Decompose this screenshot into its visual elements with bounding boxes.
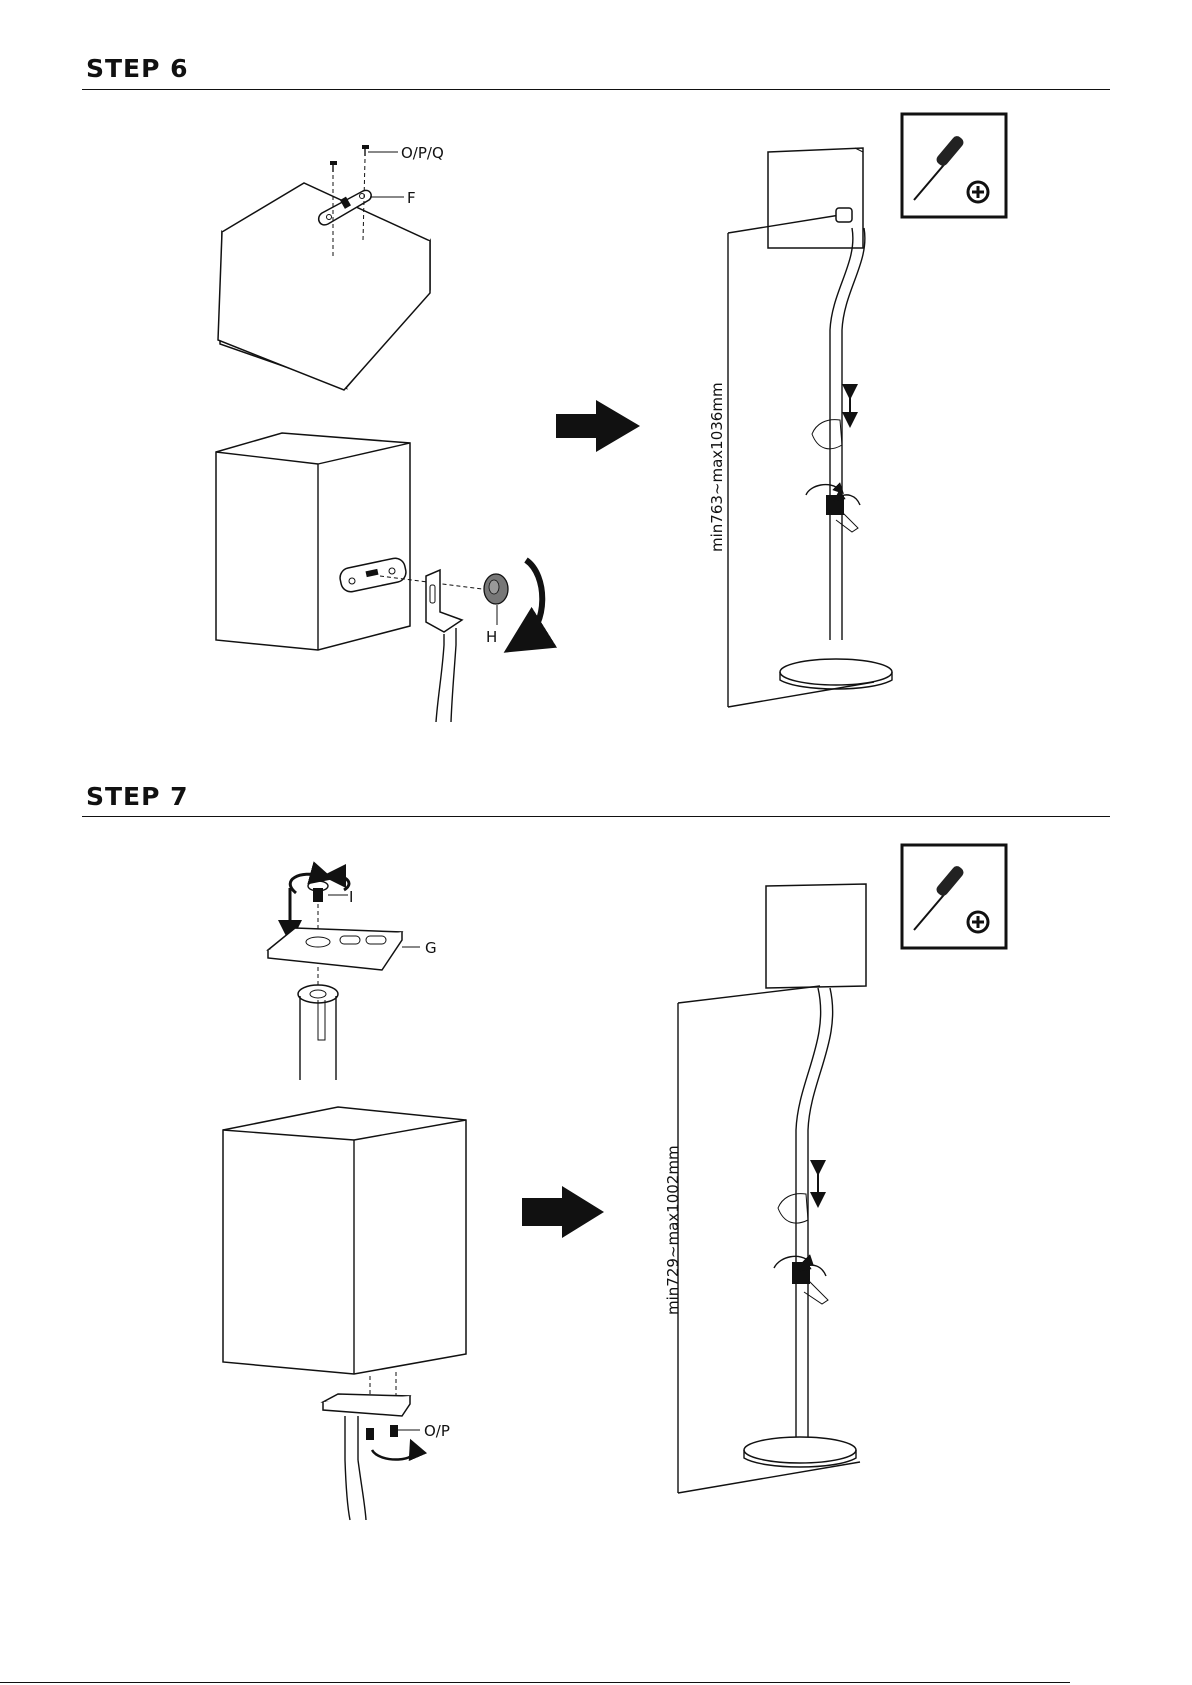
screwdriver-phillips-icon (902, 845, 1006, 948)
l-bracket (426, 570, 462, 722)
label-plate-g: G (425, 939, 437, 957)
screw-icon (330, 145, 369, 172)
label-screws-op: O/P (424, 1422, 450, 1440)
top-plate-assembly (268, 874, 420, 1080)
speaker-bottom-view (223, 1107, 466, 1520)
height-range-step-6: min763~max1036mm (708, 382, 726, 552)
screwdriver-phillips-icon (902, 114, 1006, 217)
speaker-side-view-with-bracket (216, 433, 542, 722)
label-knob-h: H (486, 628, 497, 646)
label-screws-opq: O/P/Q (401, 144, 444, 162)
rotate-arrow-icon (372, 1448, 415, 1460)
next-arrow-icon (556, 400, 640, 452)
height-range-step-7: min729~max1002mm (664, 1145, 682, 1315)
label-bolt-i: I (349, 888, 353, 906)
assembled-speaker-stand-top-mount (678, 884, 866, 1493)
knob-h (484, 574, 508, 625)
next-arrow-icon (522, 1186, 604, 1238)
rotate-arrow-icon (524, 560, 542, 640)
speaker-top-view-with-plate (218, 145, 430, 390)
label-plate-f: F (407, 189, 416, 207)
assembled-speaker-stand (728, 148, 892, 707)
